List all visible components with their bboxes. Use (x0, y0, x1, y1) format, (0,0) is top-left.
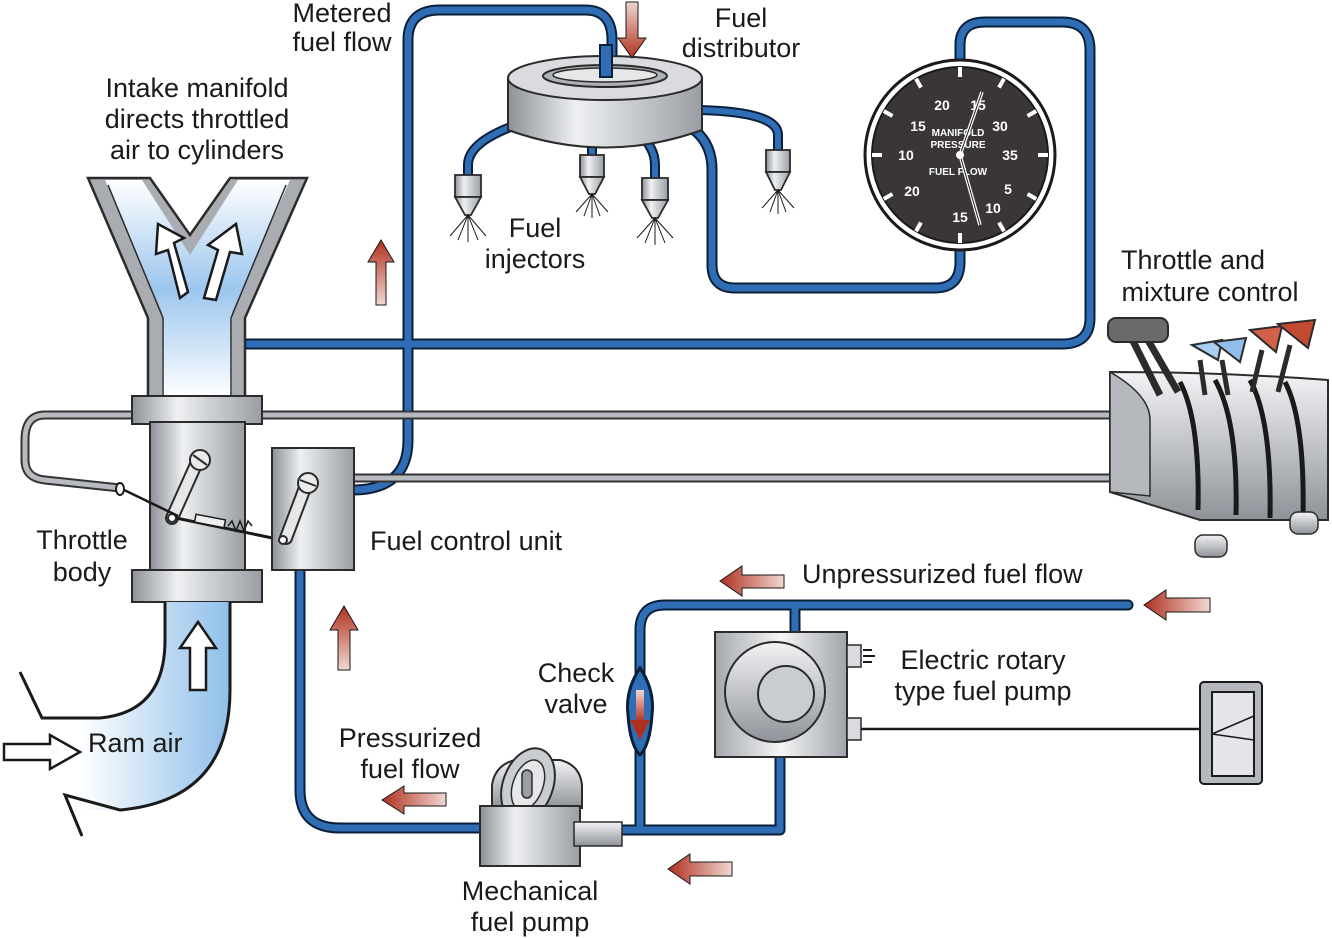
arrow-pressurized-left (381, 785, 447, 815)
label-intake-3: air to cylinders (110, 135, 284, 165)
gauge-mark-5: 5 (1004, 181, 1012, 197)
fuel-lines (239, 4, 1134, 836)
gauge-title-pressure: PRESSURE (930, 140, 985, 151)
gauge-tick (914, 221, 923, 233)
intake-manifold (86, 176, 309, 400)
gauge-mark-10-right: 10 (985, 200, 1001, 216)
arrow-into-distributor (617, 1, 647, 59)
arrow-bottom-left (667, 853, 733, 885)
injector-2 (575, 154, 609, 218)
gauge-mark-35: 35 (1002, 147, 1018, 163)
label-throttle-body-2: body (53, 557, 112, 587)
label-injectors-1: Fuel (509, 213, 562, 243)
throttle-body (131, 395, 263, 603)
injector-1 (449, 174, 487, 242)
ram-air-arrow-up (177, 619, 219, 692)
gauge-title-fuel-flow: FUEL FLOW (929, 167, 988, 178)
arrow-inlet-left (1143, 589, 1211, 621)
label-distributor-1: Fuel (715, 3, 768, 33)
labels: Metered fuel flow Fuel distributor Intak… (36, 0, 1298, 937)
gauge-mark-15-left: 15 (910, 118, 926, 134)
gauge-mark-20-top: 20 (934, 97, 950, 113)
fuel-distributor (507, 44, 703, 149)
arrow-metered-up (367, 239, 395, 306)
control-cables (20, 410, 1115, 493)
injector-4 (761, 149, 795, 214)
injector-3 (636, 177, 674, 245)
gauge-title-manifold: MANIFOLD (932, 128, 985, 139)
gauge-tick (1026, 192, 1038, 201)
label-throttle-mixture-1: Throttle and (1121, 245, 1265, 275)
label-metered-2: fuel flow (292, 27, 392, 57)
gauge-tick (882, 109, 894, 118)
throttle-mixture-quadrant (1107, 317, 1329, 558)
gauge-tick (914, 77, 923, 89)
check-valve (626, 665, 654, 758)
mechanical-fuel-pump (479, 747, 623, 867)
air-arrow-right (202, 221, 244, 302)
arrow-unpressurized-left (719, 565, 785, 597)
gauge-tick (882, 192, 894, 201)
label-injectors-2: injectors (485, 244, 586, 274)
gauge-tick (997, 221, 1006, 233)
gauge-mark-20-bottom: 20 (904, 183, 920, 199)
pump-switch (1199, 681, 1263, 785)
flow-arrows (329, 1, 1211, 885)
fuel-control-unit (271, 447, 355, 571)
label-throttle-mixture-2: mixture control (1121, 277, 1298, 307)
label-mechanical-pump-1: Mechanical (462, 876, 599, 906)
electric-rotary-fuel-pump (714, 631, 1200, 758)
label-ram-air: Ram air (88, 728, 183, 758)
gauge-tick (1026, 109, 1038, 118)
label-unpressurized-flow: Unpressurized fuel flow (802, 559, 1083, 589)
gauge-tick (997, 77, 1006, 89)
gauge-mark-10-left: 10 (898, 147, 914, 163)
label-electric-pump-2: type fuel pump (894, 676, 1071, 706)
fuel-injectors (449, 149, 795, 245)
label-intake-2: directs throttled (105, 104, 290, 134)
label-metered-1: Metered (292, 0, 391, 28)
label-throttle-body-1: Throttle (36, 525, 128, 555)
manifold-pressure-fuel-flow-gauge: 20 15 10 20 15 15 30 35 5 10 MANIFOLD PR… (863, 58, 1057, 252)
gauge-mark-15-bottom: 15 (952, 209, 968, 225)
gauge-mark-30: 30 (992, 118, 1008, 134)
label-pressurized-2: fuel flow (360, 754, 460, 784)
air-arrow-left (154, 221, 190, 301)
throttle-linkage (115, 482, 283, 542)
label-check-valve-1: Check (538, 658, 615, 688)
label-fuel-control-unit: Fuel control unit (370, 526, 563, 556)
ram-air-arrow-right (2, 732, 83, 772)
label-pressurized-1: Pressurized (339, 723, 482, 753)
label-check-valve-2: valve (544, 689, 607, 719)
label-distributor-2: distributor (682, 33, 801, 63)
arrow-pressurized-up (329, 605, 359, 671)
ram-air-inlet (2, 602, 232, 837)
label-intake-1: Intake manifold (105, 73, 288, 103)
label-mechanical-pump-2: fuel pump (471, 907, 590, 937)
label-electric-pump-1: Electric rotary (900, 645, 1066, 675)
